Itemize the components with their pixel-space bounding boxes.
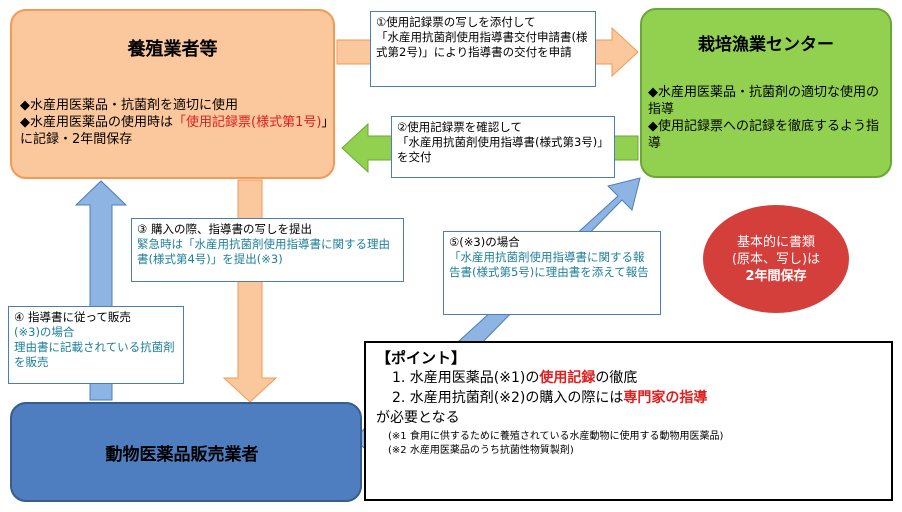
point-heading: 【ポイント】 — [376, 349, 467, 367]
center-line1: ◆水産用医薬品・抗菌剤の適切な使用の指導 — [648, 85, 879, 117]
note-step2-line1: ②使用記録票を確認して — [397, 120, 522, 134]
point-box: 【ポイント】 1. 水産用医薬品(※1)の使用記録の徹底 2. 水産用抗菌剤(※… — [364, 341, 893, 501]
point-item1-red: 使用記録 — [539, 370, 596, 386]
dealer-title: 動物医薬品販売業者 — [105, 445, 259, 465]
center-body: ◆水産用医薬品・抗菌剤の適切な使用の指導 ◆使用記録票への記録を徹底するよう指導 — [648, 84, 884, 152]
circle-line3: 2年間保存 — [745, 268, 807, 284]
farmer-line1: ◆水産用医薬品・抗菌剤を適切に使用 — [20, 98, 238, 113]
center-box: 栽培漁業センター ◆水産用医薬品・抗菌剤の適切な使用の指導 ◆使用記録票への記録… — [640, 8, 892, 178]
note-step1: ①使用記録票の写しを添付して 「水産用抗菌剤使用指導書交付申請書(様式第2号)」… — [370, 11, 596, 87]
note-step4: ④ 指導書に従って販売 (※3)の場合 理由書に記載されている抗菌剤を販売 — [8, 306, 184, 384]
point-item2-a: 2. 水産用抗菌剤(※2)の購入の際には — [392, 390, 624, 406]
note-step4-line3: 理由書に記載されている抗菌剤を販売 — [14, 340, 175, 369]
note-step2: ②使用記録票を確認して 「水産用抗菌剤使用指導書(様式第3号)」を交付 — [391, 116, 615, 178]
point-item1-a: 1. 水産用医薬品(※1)の — [392, 370, 540, 386]
note-step5: ⑤(※3)の場合 「水産用抗菌剤使用指導書に関する報告書(様式第5号)に理由書を… — [443, 231, 661, 315]
note-step2-line2: 「水産用抗菌剤使用指導書(様式第3号)」を交付 — [397, 135, 609, 164]
point-item2-red: 専門家の指導 — [623, 390, 708, 406]
note-step5-line1: ⑤(※3)の場合 — [449, 235, 520, 249]
note-step1-line1: ①使用記録票の写しを添付して — [376, 15, 536, 29]
dealer-box: 動物医薬品販売業者 — [10, 402, 362, 502]
note-step3-line1: ③ 購入の際、指導書の写しを提出 — [137, 222, 312, 236]
note-step3: ③ 購入の際、指導書の写しを提出 緊急時は「水産用抗菌剤使用指導書に関する理由書… — [131, 218, 404, 282]
point-note2: (※2 水産用医薬品のうち抗菌性物質製剤) — [388, 445, 574, 456]
retention-circle: 基本的に書類 (原本、写し)は 2年間保存 — [703, 205, 849, 313]
note-step1-line2: 「水産用抗菌剤使用指導書交付申請書(様式第2号)」により指導書の交付を申請 — [376, 30, 588, 59]
note-step3-line2: 緊急時は「水産用抗菌剤使用指導書に関する理由書(様式第4号)」を提出(※3) — [137, 237, 390, 266]
circle-line2: (原本、写し)は — [731, 251, 821, 267]
point-item2: 2. 水産用抗菌剤(※2)の購入の際には専門家の指導 — [376, 388, 881, 408]
farmer-line2-red: 「使用記録票(様式第1号) — [173, 115, 322, 130]
point-item1-b: の徹底 — [595, 370, 638, 386]
farmer-body: ◆水産用医薬品・抗菌剤を適切に使用 ◆水産用医薬品の使用時は「使用記録票(様式第… — [20, 97, 328, 148]
center-title: 栽培漁業センター — [698, 35, 834, 55]
note-step5-line2: 「水産用抗菌剤使用指導書に関する報告書(様式第5号)に理由書を添えて報告 — [449, 250, 649, 279]
farmer-line2-b: 」に記録・2年間保存 — [20, 115, 328, 147]
note-step4-line1: ④ 指導書に従って販売 — [14, 310, 131, 324]
arrow-farmer-to-dealer — [222, 179, 278, 403]
point-item1: 1. 水産用医薬品(※1)の使用記録の徹底 — [376, 368, 881, 388]
center-line2: ◆使用記録票への記録を徹底するよう指導 — [648, 119, 879, 151]
farmer-line2-a: ◆水産用医薬品の使用時は — [20, 115, 173, 130]
circle-line1: 基本的に書類 — [736, 234, 815, 250]
farmer-title: 養殖業者等 — [127, 39, 218, 60]
farmer-box: 養殖業者等 ◆水産用医薬品・抗菌剤を適切に使用 ◆水産用医薬品の使用時は「使用記… — [10, 9, 335, 179]
note-step4-line2: (※3)の場合 — [14, 325, 75, 339]
point-item2-cont: が必要となる — [376, 410, 460, 426]
farmer-line2: ◆水産用医薬品の使用時は「使用記録票(様式第1号)」に記録・2年間保存 — [20, 114, 328, 148]
point-note1: (※1 食用に供するために養殖されている水産動物に使用する動物用医薬品) — [388, 431, 724, 442]
